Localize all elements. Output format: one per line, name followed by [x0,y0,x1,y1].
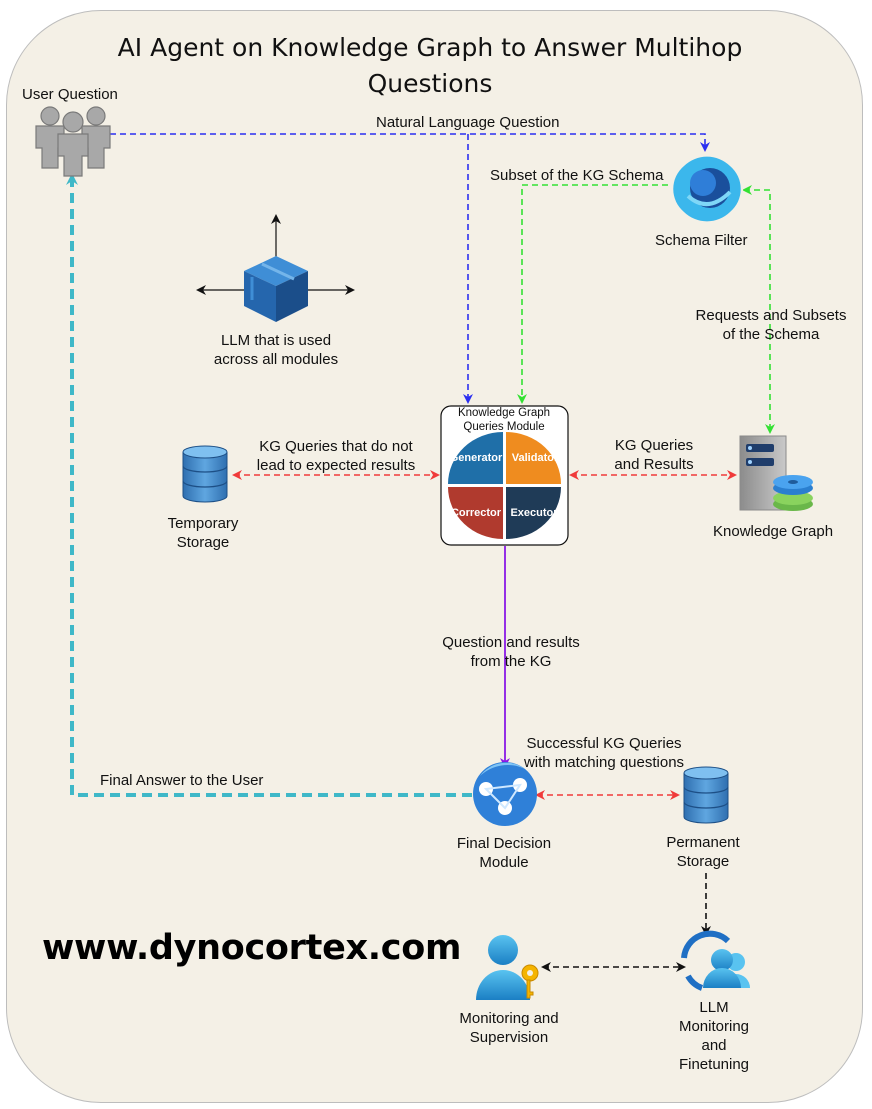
schema-filter-label: Schema Filter [655,232,748,249]
website-link[interactable]: www.dynocortex.com [42,928,462,968]
page-title: AI Agent on Knowledge Graph to Answer Mu… [117,33,743,98]
edge-label-successful-queries: Successful KG Queries with matching ques… [523,735,685,771]
knowledge-graph-label: Knowledge Graph [713,523,834,540]
edge-label-question-results: Question and results from the KG [442,634,580,670]
users-icon [35,106,111,177]
quadrant-label-validator: Validator [512,452,559,464]
llm-monitoring-label: LLM Monitoring and Finetuning [678,999,750,1073]
kg-module-title-1: Knowledge Graph [458,407,550,419]
database-icon [182,445,228,503]
quadrant-validator [506,432,561,484]
edge-label-kg-not-expected: KG Queries that do not lead to expected … [256,438,416,474]
edge-subset-kg-schema [517,184,688,404]
permanent-storage-label: Permanent Storage [666,834,740,870]
edge-label-subset-schema: Subset of the KG Schema [490,167,664,184]
llm-label: LLM that is used across all modules [213,332,339,368]
quadrant-corrector [448,487,503,539]
quadrant-executor [506,487,561,539]
edge-label-kg-results: KG Queries and Results [614,437,694,473]
user-refresh-icon [681,930,750,991]
edge-natural-language-question [110,133,710,404]
user-key-icon [476,935,539,1000]
edge-final-answer [66,173,472,797]
temporary-storage-label: Temporary Storage [167,515,239,551]
quadrant-label-generator: Generator [450,452,503,464]
schema-filter-icon [671,154,743,226]
quadrant-generator [448,432,503,484]
edge-label-requests-subsets: Requests and Subsets of the Schema [695,307,847,343]
edge-label-natural-language: Natural Language Question [376,114,560,131]
kg-module-title-2: Queries Module [463,421,544,433]
edge-label-final-answer: Final Answer to the User [100,772,264,789]
final-decision-label: Final Decision Module [456,835,552,871]
quadrant-label-executor: Executor [510,507,558,519]
quadrant-label-corrector: Corrector [451,507,502,519]
user-question-label: User Question [22,86,118,103]
database-icon [683,766,729,824]
network-icon [473,762,537,826]
server-icon [739,435,813,511]
kg-queries-module: Knowledge Graph Queries Module Generator… [440,405,569,546]
cube-icon [196,214,355,322]
monitoring-label: Monitoring and Supervision [459,1010,559,1046]
edge-requests-subsets [742,185,775,434]
